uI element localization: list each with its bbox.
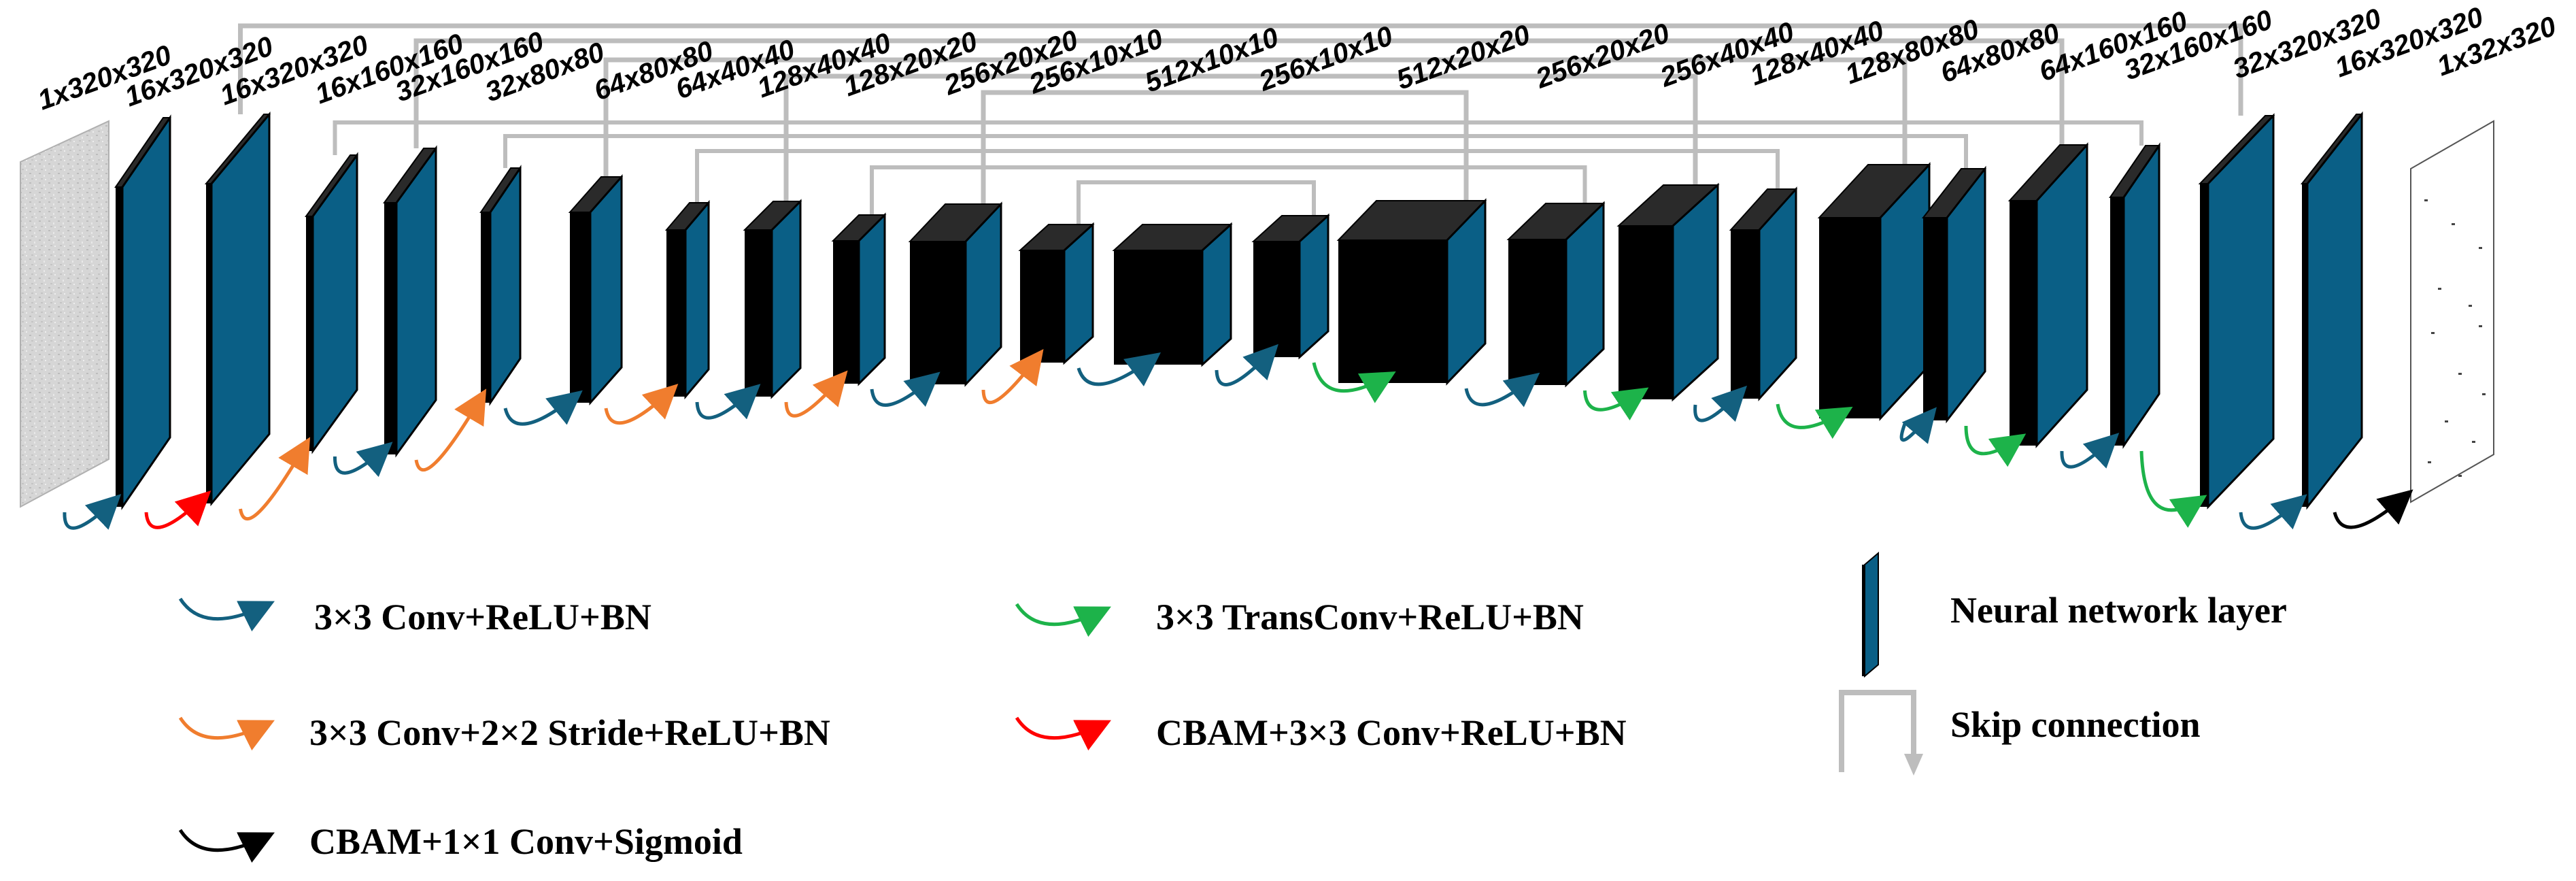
legend-stride-arrow bbox=[178, 716, 275, 751]
skip-connection-line bbox=[1077, 180, 1316, 225]
layer-block bbox=[1616, 182, 1720, 402]
layer-block bbox=[114, 114, 171, 510]
transition-arrow bbox=[604, 384, 679, 425]
legend-transconv-label: 3×3 TransConv+ReLU+BN bbox=[1156, 597, 1584, 637]
transition-arrow bbox=[333, 442, 393, 478]
skip-connection-line bbox=[783, 73, 1698, 201]
layer-block bbox=[2198, 113, 2275, 510]
legend-cbam-arrow bbox=[1015, 716, 1111, 751]
transition-arrow bbox=[239, 437, 311, 521]
transition-arrow bbox=[1583, 387, 1649, 420]
skip-connection-line bbox=[333, 120, 2143, 155]
layer-block bbox=[908, 201, 1003, 387]
network-layers bbox=[20, 111, 2494, 510]
layer-dimension-label: 512x20x20 bbox=[1392, 18, 1534, 95]
layer-block bbox=[743, 199, 802, 399]
skip-connections bbox=[238, 23, 2243, 225]
layer-block bbox=[383, 145, 437, 458]
layer-block bbox=[831, 212, 887, 386]
legend-stride-label: 3×3 Conv+2×2 Stride+ReLU+BN bbox=[309, 712, 830, 753]
layer-block bbox=[1251, 213, 1330, 360]
layer-block bbox=[204, 111, 271, 507]
legend-skip-label: Skip connection bbox=[1950, 704, 2201, 745]
transition-arrow bbox=[1693, 385, 1748, 422]
layer-dimension-label: 256x20x20 bbox=[1531, 17, 1674, 95]
transition-arrow bbox=[2139, 450, 2207, 528]
layer-block bbox=[1018, 222, 1095, 365]
legend-skip-icon bbox=[1839, 690, 1916, 772]
layer-block bbox=[1112, 222, 1233, 367]
skip-connection-line bbox=[981, 90, 1469, 204]
layer-block bbox=[305, 152, 358, 454]
transition-arrow bbox=[1964, 425, 2027, 467]
layer-block bbox=[1729, 186, 1798, 401]
layer-block bbox=[1336, 198, 1487, 386]
transition-arrow bbox=[1899, 407, 1937, 444]
legend-layer-label: Neural network layer bbox=[1950, 590, 2287, 631]
layer-block bbox=[2007, 142, 2089, 448]
skip-connection-line bbox=[413, 38, 2065, 148]
transition-arrow bbox=[1776, 403, 1853, 439]
legend-layer-icon bbox=[1862, 551, 1879, 678]
transition-arrow bbox=[63, 494, 122, 530]
transition-arrow bbox=[144, 491, 211, 529]
transition-arrow bbox=[2239, 494, 2307, 530]
transition-arrow bbox=[1077, 352, 1162, 386]
layer-block bbox=[2300, 111, 2364, 510]
skip-connection-line bbox=[870, 165, 1587, 215]
legend-transconv-arrow bbox=[1015, 603, 1111, 637]
transition-arrow bbox=[2333, 489, 2413, 529]
transition-arrow bbox=[414, 388, 487, 472]
layer-block bbox=[1921, 165, 1987, 424]
layer-block bbox=[1817, 162, 1931, 421]
transition-arrow bbox=[1312, 362, 1396, 403]
layer-block bbox=[479, 165, 522, 406]
skip-connection-line bbox=[695, 149, 1780, 203]
layer-block bbox=[568, 174, 624, 405]
transition-arrows bbox=[63, 344, 2413, 530]
transition-arrow bbox=[2060, 433, 2120, 469]
transition-arrow bbox=[503, 390, 583, 426]
layer-block bbox=[2410, 120, 2494, 503]
skip-connection-line bbox=[603, 57, 1908, 177]
legend-conv-label: 3×3 Conv+ReLU+BN bbox=[314, 597, 651, 637]
legend-sigmoid-label: CBAM+1×1 Conv+Sigmoid bbox=[309, 821, 743, 862]
legend-conv-arrow bbox=[178, 597, 275, 632]
transition-arrow bbox=[981, 349, 1044, 405]
transition-arrow bbox=[1464, 372, 1540, 408]
transition-arrow bbox=[695, 384, 761, 420]
transition-arrow bbox=[1215, 344, 1278, 386]
skip-connection-line bbox=[238, 23, 2243, 116]
legend-skip-arrowhead bbox=[1904, 754, 1923, 776]
skip-connection-line bbox=[503, 134, 1968, 169]
legend: 3×3 Conv+ReLU+BN 3×3 Conv+2×2 Stride+ReL… bbox=[178, 551, 2287, 863]
layer-block bbox=[20, 120, 109, 508]
layer-block bbox=[664, 199, 711, 400]
legend-sigmoid-arrow bbox=[178, 829, 275, 863]
layer-block bbox=[2109, 142, 2160, 449]
legend-cbam-label: CBAM+3×3 Conv+ReLU+BN bbox=[1156, 712, 1627, 753]
dimension-labels: 1x320x32016x320x32016x320x32016x160x1603… bbox=[33, 1, 2560, 116]
transition-arrow bbox=[784, 370, 848, 418]
transition-arrow bbox=[870, 371, 940, 407]
layer-block bbox=[1506, 201, 1606, 388]
